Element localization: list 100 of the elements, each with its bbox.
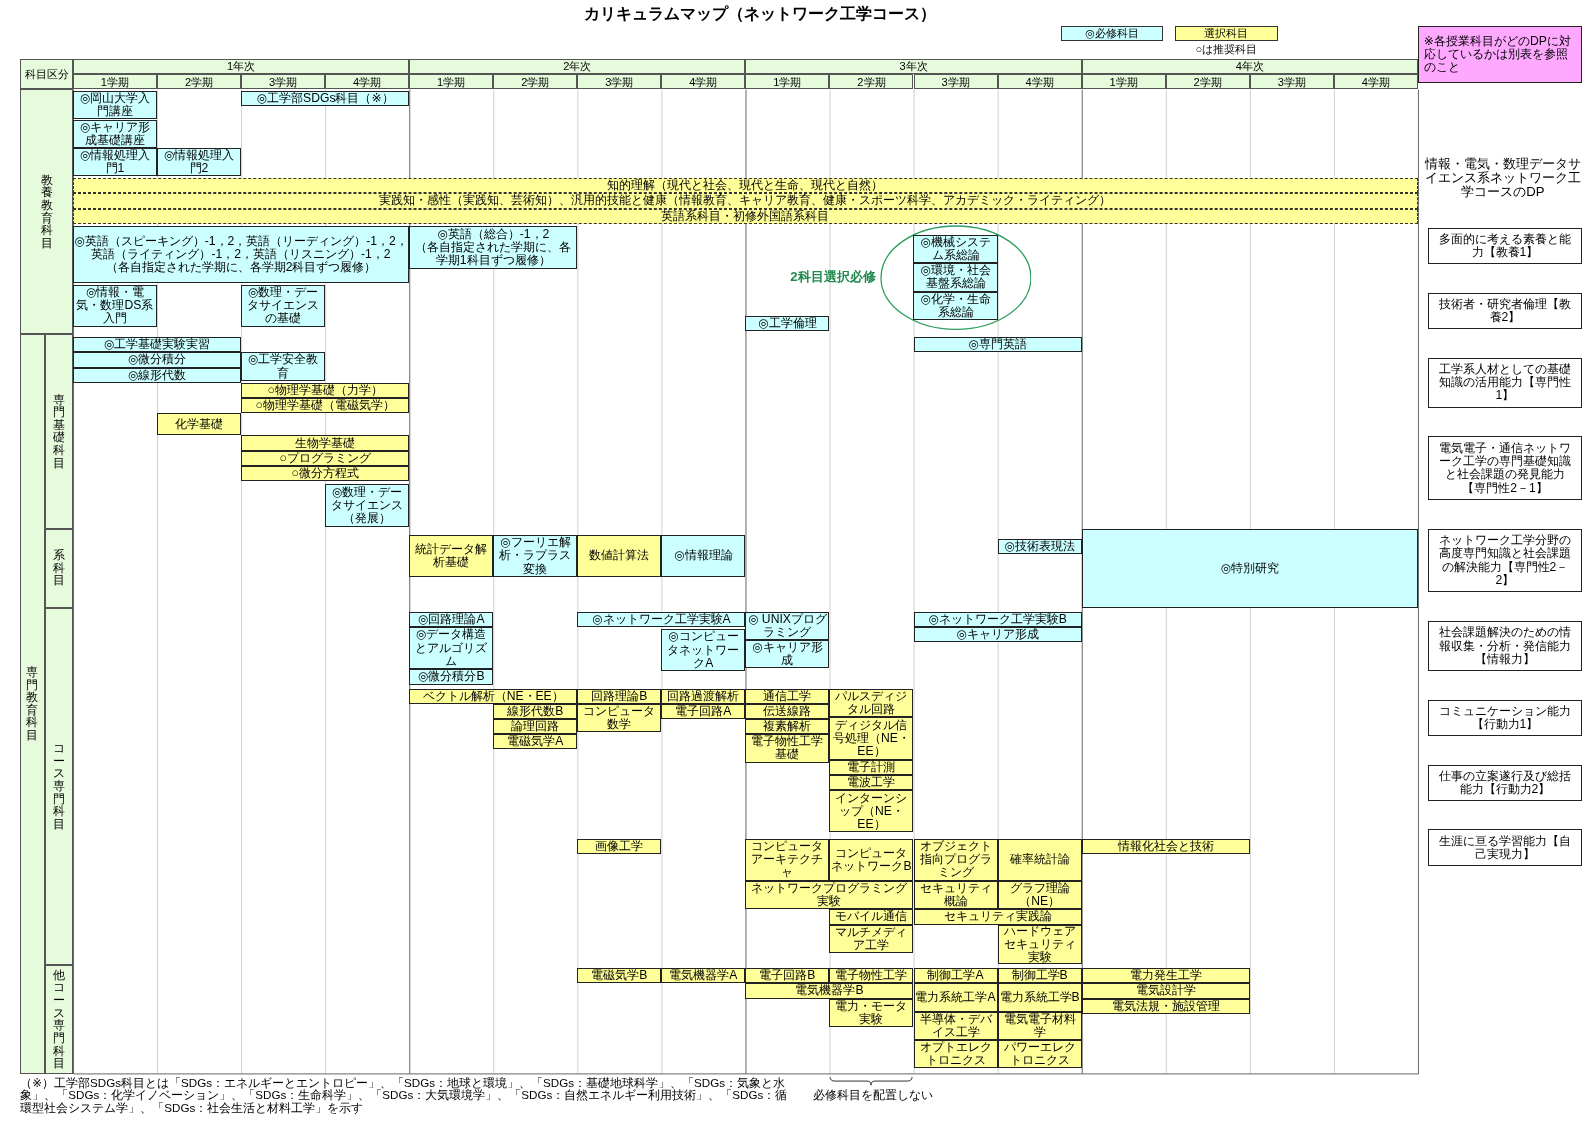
course-box xyxy=(409,669,494,685)
course-box xyxy=(661,534,746,578)
course-name: 半導体・デバイス工学 xyxy=(918,1012,993,1040)
course-box xyxy=(745,968,830,984)
course-box xyxy=(72,337,241,353)
dp-box xyxy=(1428,620,1582,672)
course-box xyxy=(72,352,241,368)
dp-text: 工学系人材としての基礎知識の活用能力【専門性1】 xyxy=(1437,363,1572,403)
course-box xyxy=(745,719,830,735)
course-box xyxy=(829,688,914,717)
course-name: ハードウェアセキュリティ実験 xyxy=(1002,924,1077,965)
course-name: ○物理学基礎（電磁気学） xyxy=(255,399,395,413)
course-name: マルチメディア工学 xyxy=(834,925,909,952)
course-name: ◎微分積分B xyxy=(417,670,485,684)
course-name: 数値計算法 xyxy=(589,549,650,563)
diagram-title: カリキュラムマップ（ネットワーク工学コース） xyxy=(582,3,937,24)
course-name: 電気法規・施設管理 xyxy=(1111,999,1220,1013)
course-note: （各自指定された学期に、各学期2科目ずつ履修） xyxy=(105,260,377,274)
course-box xyxy=(745,688,830,704)
dp-box xyxy=(1428,357,1582,409)
course-name: ◎特別研究 xyxy=(1220,561,1279,575)
course-box xyxy=(493,734,578,750)
course-name: ◎工学安全教育 xyxy=(246,353,320,380)
course-box xyxy=(409,611,494,627)
course-box xyxy=(241,91,410,107)
dp-text: 技術者・研究者倫理【教養2】 xyxy=(1437,297,1572,324)
course-band xyxy=(72,178,1418,194)
dp-text: ネットワーク工学分野の高度専門知識と社会課題の解決能力【専門性2－2】 xyxy=(1437,534,1572,587)
course-name: 英語系科目・初修外国語系科目 xyxy=(661,209,830,223)
course-box xyxy=(661,968,746,984)
course-name: ◎化学・生命系総論 xyxy=(919,292,992,319)
course-name: 電気設計学 xyxy=(1135,984,1196,998)
course-box xyxy=(745,315,830,332)
course-name: ◎ネットワーク工学実験A xyxy=(591,612,731,626)
category-header: コース専門科目 xyxy=(44,607,73,966)
dp-box xyxy=(1428,528,1582,593)
course-name: ◎情報理論 xyxy=(674,549,733,563)
course-band xyxy=(72,208,1418,224)
dp-box xyxy=(1428,829,1582,866)
year-header: 3年次 xyxy=(745,58,1082,74)
course-name: 回路過渡解析 xyxy=(667,689,740,703)
course-name: ◎岡山大学入門講座 xyxy=(78,92,152,119)
course-name: 電子回路B xyxy=(759,969,816,983)
course-name: コンピュータ数学 xyxy=(582,704,657,732)
course-box xyxy=(577,688,662,704)
note-box xyxy=(1417,26,1582,84)
course-name: ◎技術表現法 xyxy=(1004,539,1075,553)
course-name: ◎ UNIXプログラミング xyxy=(746,612,828,639)
course-name: 電子物性工学基礎 xyxy=(750,735,825,762)
course-name: ◎情報・電気・数理DS系入門 xyxy=(75,286,155,326)
course-box xyxy=(577,611,746,627)
course-name: 情報化社会と技術 xyxy=(1117,839,1214,853)
course-name: 電力系統工学A xyxy=(915,991,996,1005)
course-box xyxy=(1081,528,1418,608)
course-name: パワーエレクトロニクス xyxy=(1002,1041,1077,1068)
dp-text: コミュニケーション能力【行動力1】 xyxy=(1437,704,1572,732)
course-box xyxy=(913,291,998,320)
course-name: 複素解析 xyxy=(763,720,812,734)
course-note: （各自指定された学期に、各学期1科目ずつ履修） xyxy=(414,241,573,268)
course-name: ディジタル信号処理（NE・EE） xyxy=(832,718,911,758)
year-header: 4年次 xyxy=(1081,58,1418,74)
course-box xyxy=(913,968,998,984)
year-header: 1年次 xyxy=(72,58,410,74)
course-box xyxy=(913,234,998,264)
course-name: 電力発生工学 xyxy=(1129,969,1202,983)
course-name: 生物学基礎 xyxy=(295,436,356,450)
course-name: ◎情報処理入門2 xyxy=(162,148,236,176)
course-name: ◎キャリア形成 xyxy=(956,627,1039,642)
dp-text: 仕事の立案遂行及び総括能力【行動力2】 xyxy=(1437,769,1572,796)
course-box xyxy=(913,909,1082,925)
dp-box xyxy=(1428,699,1582,737)
course-name: ◎キャリア形成 xyxy=(751,641,824,668)
course-name: ◎データ構造とアルゴリズム xyxy=(414,628,489,668)
course-box xyxy=(493,719,578,735)
course-name: 線形代数B xyxy=(507,704,564,718)
course-name: 電子回路A xyxy=(675,704,732,718)
course-name: ◎数理・データサイエンスの基礎 xyxy=(246,286,321,326)
course-box xyxy=(829,924,914,953)
course-name: 制御工学A xyxy=(927,969,984,983)
course-box xyxy=(1081,968,1250,984)
course-name: 知的理解（現代と社会、現代と生命、現代と自然） xyxy=(607,179,884,193)
course-box xyxy=(241,435,410,451)
course-box xyxy=(409,534,494,578)
year-header: 2年次 xyxy=(409,58,746,74)
course-box xyxy=(997,881,1082,910)
course-box xyxy=(745,983,914,999)
course-name: 電気電子材料学 xyxy=(1002,1012,1077,1040)
course-name: ◎情報処理入門1 xyxy=(78,148,152,176)
course-name: ◎ネットワーク工学実験B xyxy=(928,612,1067,626)
course-name: 電波工学 xyxy=(847,775,896,789)
legend-key: ◎必修科目 xyxy=(1061,26,1163,41)
course-box xyxy=(997,1040,1082,1069)
note-text: ※各授業科目がどのDPに対応しているかは別表を参照のこと xyxy=(1423,35,1572,75)
course-box xyxy=(913,337,1082,353)
course-name: オブジェクト指向プログラミング xyxy=(918,840,993,880)
course-box xyxy=(1081,838,1250,854)
dp-text: 社会課題解決のための情報収集・分析・発信能力【情報力】 xyxy=(1437,626,1572,666)
course-name: ◎微分積分 xyxy=(127,353,187,367)
category-header: 専門基礎科目 xyxy=(44,334,73,529)
category-header: 系科目 xyxy=(44,528,73,608)
